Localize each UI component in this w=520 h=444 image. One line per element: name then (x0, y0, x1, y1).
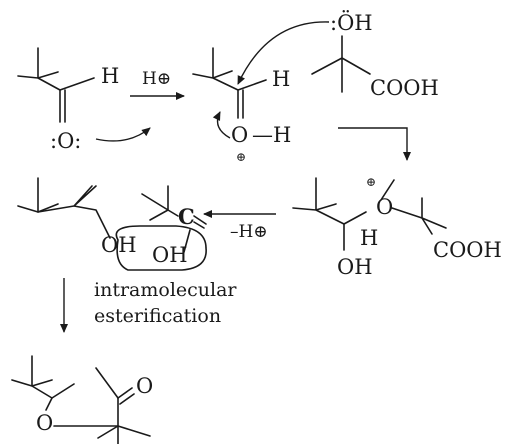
deprotonation-label: –H⊕ (230, 222, 268, 242)
esterification-note-line2: esterification (94, 305, 221, 327)
nucleophile-oh-label: :ÖH (330, 10, 373, 35)
ring-closure-loop (115, 225, 207, 271)
ester-acid-cooh-label: COOH (433, 238, 502, 262)
oxonium-charge: ⊕ (236, 150, 246, 164)
addition-arrow (338, 127, 411, 161)
esterification-step: intramolecular esterification (60, 278, 237, 333)
protonated-o-label: O (231, 123, 248, 147)
deprotonation-step: –H⊕ (203, 210, 276, 242)
acid-catalyst-label: H⊕ (142, 69, 171, 89)
cyclization-intermediate: C OH OH (17, 177, 207, 271)
pi-bond-shift-arrow (212, 111, 231, 139)
protonation-step: H⊕ (130, 69, 185, 100)
hemiacetal-oh-left: OH (101, 233, 137, 257)
carbonyl-o-label: O (136, 374, 153, 398)
nucleophile-cooh-label: COOH (370, 76, 439, 100)
hydroxy-acid-molecule: :ÖH COOH (311, 10, 439, 100)
aldehyde-h-label: H (101, 64, 119, 88)
ring-o-label: O (36, 411, 53, 435)
protonated-h-label: H (272, 67, 290, 91)
nucleophilic-attack-arrow (237, 21, 330, 85)
lactone-product: O O (11, 355, 153, 444)
ether-o-label: O (376, 195, 393, 219)
oxonium-intermediate: ⊕ O H OH COOH (292, 175, 502, 279)
aldehyde-o-label: :O: (50, 129, 81, 153)
ether-oxonium-charge: ⊕ (366, 175, 376, 189)
lone-pair-attack-arrow (95, 127, 151, 142)
protonated-oh-h-label: —H (252, 123, 291, 147)
hemiacetal-h-label: H (360, 226, 378, 250)
protonated-aldehyde: H O —H ⊕ (192, 47, 291, 164)
hydroxy-oh-right: OH (152, 243, 188, 267)
aldehyde-molecule: H :O: (17, 47, 119, 153)
carbonyl-carbon-label: C (178, 204, 195, 229)
hemiacetal-oh-label: OH (337, 255, 373, 279)
esterification-note-line1: intramolecular (94, 279, 237, 301)
